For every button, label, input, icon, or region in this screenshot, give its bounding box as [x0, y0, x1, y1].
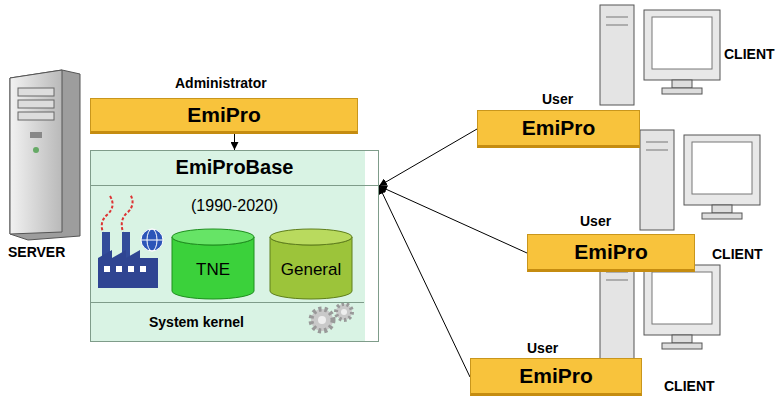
connection-arrow	[234, 134, 235, 150]
application-box: UserEmiPro	[477, 110, 640, 148]
application-box: UserEmiPro	[527, 234, 695, 272]
role-label: Administrator	[175, 75, 267, 91]
application-box: AdministratorEmiPro	[90, 98, 358, 134]
database-cylinder: General	[269, 228, 353, 300]
database-cylinder: TNE	[171, 228, 255, 300]
kernel-band: System kernel	[91, 302, 364, 341]
role-label: User	[580, 213, 611, 229]
factory-icon	[98, 194, 163, 288]
database-server-box: EmiProBase (1990-2020) TNE GeneralSystem ke…	[90, 150, 379, 342]
machine-label: CLIENT	[724, 46, 775, 62]
machine-label: CLIENT	[664, 378, 715, 394]
connection-arrow	[379, 129, 477, 186]
client-computer	[600, 5, 720, 105]
connection-arrow	[379, 186, 470, 377]
cylinder-body	[172, 237, 254, 299]
role-label: User	[542, 91, 573, 107]
client-computer	[600, 260, 720, 360]
gears-icon	[311, 304, 352, 331]
band-label: System kernel	[149, 314, 244, 330]
cylinder-top	[172, 229, 254, 245]
connection-arrow	[379, 186, 527, 253]
app-name: EmiPro	[187, 103, 261, 127]
base-ground	[90, 150, 365, 342]
cylinder-top	[270, 229, 352, 245]
database-name: TNE	[196, 260, 230, 280]
year-range: (1990-2020)	[191, 197, 278, 215]
client-computer	[640, 130, 760, 230]
database-name: General	[281, 260, 341, 280]
box-title: EmiProBase	[91, 151, 378, 186]
cylinder-body	[270, 237, 352, 299]
machine-label: SERVER	[8, 244, 65, 260]
app-name: EmiPro	[519, 364, 593, 388]
machine-label: CLIENT	[712, 246, 763, 262]
app-name: EmiPro	[522, 116, 596, 140]
role-label: User	[527, 340, 558, 356]
app-name: EmiPro	[574, 240, 648, 264]
application-box: UserEmiPro	[470, 358, 642, 396]
server-tower	[10, 70, 80, 240]
